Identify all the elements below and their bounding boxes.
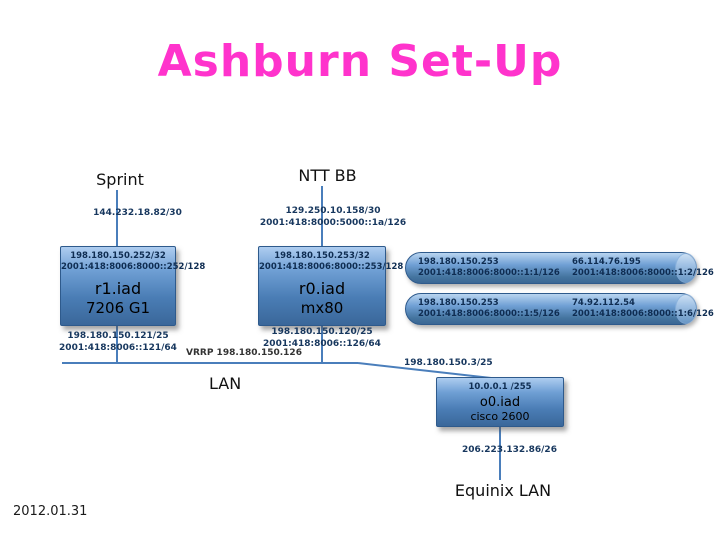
vrrp-label: VRRP 198.180.150.126 <box>186 348 302 358</box>
uplink-sprint-label: Sprint <box>96 170 144 189</box>
r0-hostname: r0.iad <box>298 279 346 298</box>
pipe-bottom-local-ipv6: 2001:418:8006:8000::1:5/126 <box>418 309 560 319</box>
pipe-end-cap <box>675 294 697 324</box>
o0-hostname: o0.iad <box>479 394 521 410</box>
r1-model: 7206 G1 <box>85 299 151 317</box>
transit-pipe-top: 198.180.150.253 2001:418:8006:8000::1:1/… <box>405 252 714 284</box>
r0-loopback-ipv6: 2001:418:8006:8000::253/128 <box>259 261 404 272</box>
pipe-top-remote-ipv4: 66.114.76.195 <box>572 257 641 267</box>
uplink-ntt-label: NTT BB <box>298 166 357 185</box>
router-r1-box: 198.180.150.252/32 2001:418:8006:8000::2… <box>60 246 206 326</box>
sprint-uplink-ip: 144.232.18.82/30 <box>93 208 182 218</box>
r0-model: mx80 <box>300 299 344 317</box>
pipe-end-cap <box>675 253 697 283</box>
transit-pipe-bottom: 198.180.150.253 2001:418:8006:8000::1:5/… <box>405 293 714 325</box>
o0-ip: 10.0.0.1 /255 <box>468 382 532 392</box>
o0-uplink-ip: 198.180.150.3/25 <box>404 358 493 368</box>
lan-label: LAN <box>209 374 242 393</box>
link-lan-to-o0 <box>357 362 501 380</box>
pipe-bottom-local-ipv4: 198.180.150.253 <box>418 298 499 308</box>
equinix-lan-label: Equinix LAN <box>454 481 552 500</box>
pipe-top-local-ipv6: 2001:418:8006:8000::1:1/126 <box>418 268 560 278</box>
router-r0-box: 198.180.150.253/32 2001:418:8006:8000::2… <box>258 246 404 326</box>
r1-loopback-ipv6: 2001:418:8006:8000::252/128 <box>61 261 206 272</box>
r0-lan-ipv4: 198.180.150.120/25 <box>271 327 373 337</box>
pipe-top-remote-ipv6: 2001:418:8006:8000::1:2/126 <box>572 268 714 278</box>
r0-lan-ips: 198.180.150.120/25 2001:418:8006::126/64 <box>258 327 386 350</box>
pipe-top-local-ipv4: 198.180.150.253 <box>418 257 499 267</box>
o0-downlink-ip: 206.223.132.86/26 <box>462 445 557 455</box>
r1-lan-ips: 198.180.150.121/25 2001:418:8006::121/64 <box>55 331 181 354</box>
o0-model: cisco 2600 <box>470 409 530 423</box>
r1-lan-ipv4: 198.180.150.121/25 <box>67 331 169 341</box>
page-title: Ashburn Set-Up <box>157 36 563 87</box>
router-o0-box: 10.0.0.1 /255 o0.iad cisco 2600 <box>436 377 564 427</box>
r1-loopback-ipv4: 198.180.150.252/32 <box>70 251 166 261</box>
ntt-uplink-ips: 129.250.10.158/30 2001:418:8000:5000::1a… <box>258 206 408 229</box>
ntt-uplink-ipv6: 2001:418:8000:5000::1a/126 <box>259 217 407 228</box>
slide-date: 2012.01.31 <box>13 504 88 519</box>
r0-loopback-ipv4: 198.180.150.253/32 <box>274 251 370 261</box>
r1-lan-ipv6: 2001:418:8006::121/64 <box>59 342 177 353</box>
pipe-bottom-remote-ipv6: 2001:418:8006:8000::1:6/126 <box>572 309 714 319</box>
ntt-uplink-ipv4: 129.250.10.158/30 <box>285 206 381 216</box>
r1-hostname: r1.iad <box>94 279 142 298</box>
r0-lan-ipv6: 2001:418:8006::126/64 <box>263 338 381 349</box>
pipe-bottom-remote-ipv4: 74.92.112.54 <box>572 298 635 308</box>
